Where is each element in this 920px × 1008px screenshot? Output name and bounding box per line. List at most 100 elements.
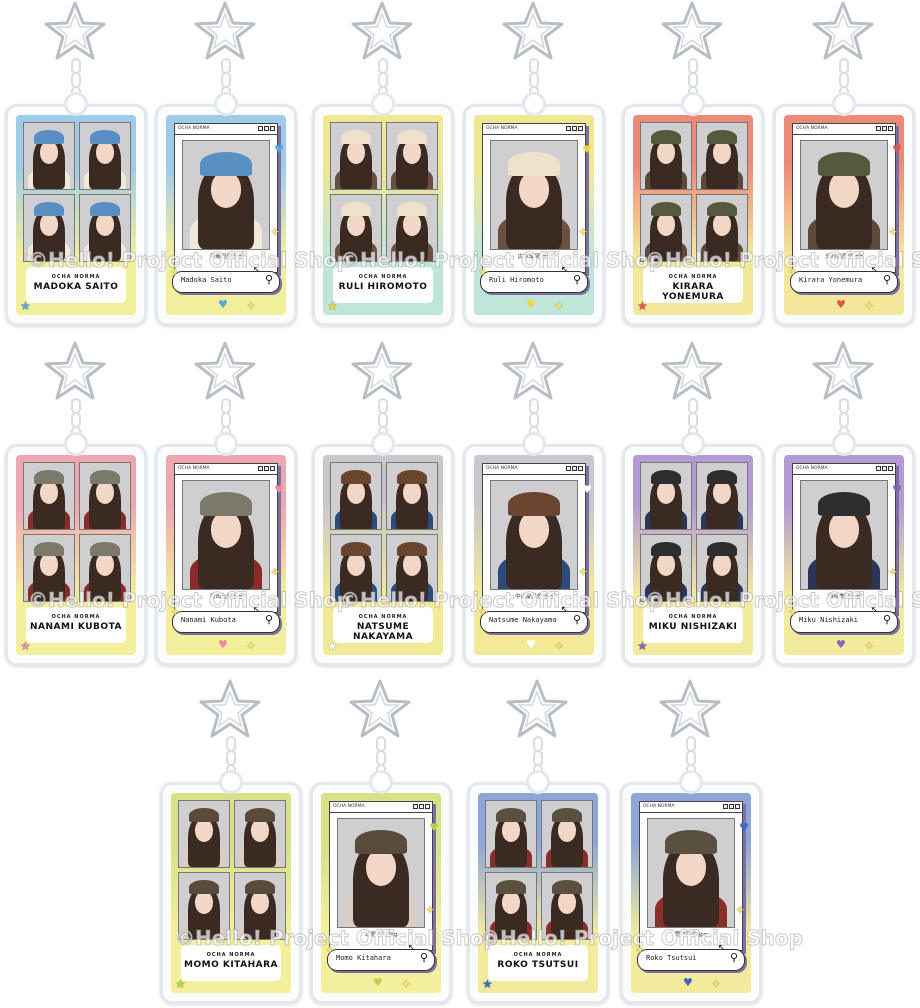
face	[713, 481, 731, 504]
star-charm-icon	[811, 340, 875, 402]
maximize-icon	[572, 126, 577, 131]
face	[518, 511, 550, 548]
maximize-icon	[419, 804, 424, 809]
heart-icon: ♥	[526, 298, 536, 311]
member-photo	[330, 462, 382, 530]
member-photo	[23, 534, 75, 602]
maximize-icon	[572, 466, 577, 471]
heart-icon: ♥	[892, 143, 902, 156]
group-name: OCHA NORMA	[513, 952, 563, 958]
face	[713, 213, 731, 236]
search-bar[interactable]: Ruli Hiromoto⚲	[480, 271, 588, 293]
star-decoration: ★	[327, 639, 338, 653]
sparkle-icon: ✦	[711, 977, 722, 991]
search-bar[interactable]: Natsume Nakayama⚲	[480, 611, 588, 633]
close-icon	[578, 466, 583, 471]
star-charm-icon	[43, 340, 107, 402]
hat	[818, 151, 870, 176]
heart-icon: ♥	[274, 143, 284, 156]
hat	[665, 829, 717, 854]
hat	[818, 491, 870, 516]
close-icon	[425, 804, 430, 809]
close-icon	[270, 466, 275, 471]
heart-icon: ♥	[274, 483, 284, 496]
search-bar[interactable]: Miku Nishizaki⚲	[790, 611, 898, 633]
search-bar[interactable]: Momo Kitahara⚲	[327, 949, 435, 971]
member-photo	[234, 872, 286, 940]
member-photo	[485, 800, 537, 868]
maximize-icon	[264, 126, 269, 131]
face	[403, 141, 421, 164]
hat	[496, 879, 526, 895]
star-decoration: ★	[175, 977, 186, 991]
star-charm-icon	[660, 0, 724, 62]
member-photo	[386, 194, 438, 262]
face	[347, 553, 365, 576]
search-icon: ⚲	[419, 951, 428, 964]
star-charm-icon	[811, 0, 875, 62]
sparkle-icon: ✦	[888, 225, 899, 239]
minimize-icon	[566, 466, 571, 471]
face	[96, 553, 114, 576]
member-photo	[182, 140, 270, 250]
member-photo	[696, 534, 748, 602]
photo-grid	[23, 462, 131, 602]
search-icon: ⚲	[729, 951, 738, 964]
key-ring-hole	[369, 770, 393, 794]
search-bar[interactable]: Roko Tsutsui⚲	[637, 949, 745, 971]
hat	[707, 469, 737, 485]
photo-grid	[640, 462, 748, 602]
hat	[341, 201, 371, 217]
heart-icon: ♥	[218, 298, 228, 311]
face	[657, 553, 675, 576]
sparkle-icon: ✦	[246, 299, 257, 313]
hat	[34, 129, 64, 145]
hat	[189, 879, 219, 895]
search-bar[interactable]: Nanami Kubota⚲	[172, 611, 280, 633]
hat	[496, 807, 526, 823]
face	[713, 553, 731, 576]
maximize-icon	[882, 126, 887, 131]
file-name: 北原もも.jpg	[364, 932, 398, 938]
face	[40, 213, 58, 236]
photo-grid	[23, 122, 131, 262]
sparkle-icon: ✦	[246, 639, 257, 653]
minimize-icon	[566, 126, 571, 131]
face	[210, 511, 242, 548]
member-photo	[79, 462, 131, 530]
hat	[341, 469, 371, 485]
member-name: MADOKA SAITO	[33, 282, 119, 292]
window-titlebar: OCHA NORMA	[483, 124, 585, 135]
sparkle-icon: ✦	[554, 299, 565, 313]
member-photo	[23, 122, 75, 190]
face	[96, 481, 114, 504]
group-name: OCHA NORMA	[358, 274, 408, 280]
hat	[397, 469, 427, 485]
hat	[397, 201, 427, 217]
close-icon	[578, 126, 583, 131]
member-photo	[696, 462, 748, 530]
member-photo	[182, 480, 270, 590]
file-name: 米村姫良々.jpg	[825, 254, 863, 260]
search-icon: ⚲	[882, 613, 891, 626]
search-bar[interactable]: Kirara Yonemura⚲	[790, 271, 898, 293]
group-name: OCHA NORMA	[51, 274, 101, 280]
search-bar[interactable]: Madoka Saito⚲	[172, 271, 280, 293]
